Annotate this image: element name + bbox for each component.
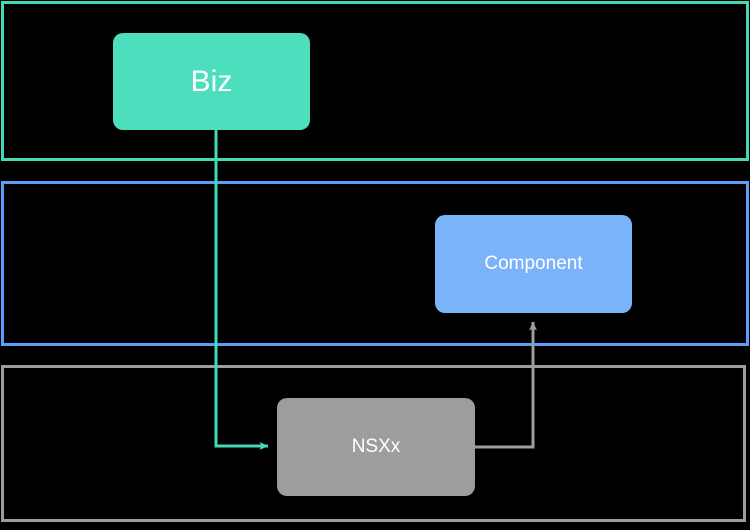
node-nsxx[interactable]: NSXx xyxy=(277,398,475,496)
node-component[interactable]: Component xyxy=(435,215,632,313)
layer-group-component[interactable] xyxy=(1,181,749,346)
node-biz[interactable]: Biz xyxy=(113,33,310,130)
layer-group-business[interactable] xyxy=(1,1,749,161)
node-nsxx-label: NSXx xyxy=(351,435,401,457)
layer-group-infrastructure[interactable] xyxy=(1,365,746,522)
node-biz-label: Biz xyxy=(190,65,233,98)
node-component-label: Component xyxy=(484,252,583,274)
